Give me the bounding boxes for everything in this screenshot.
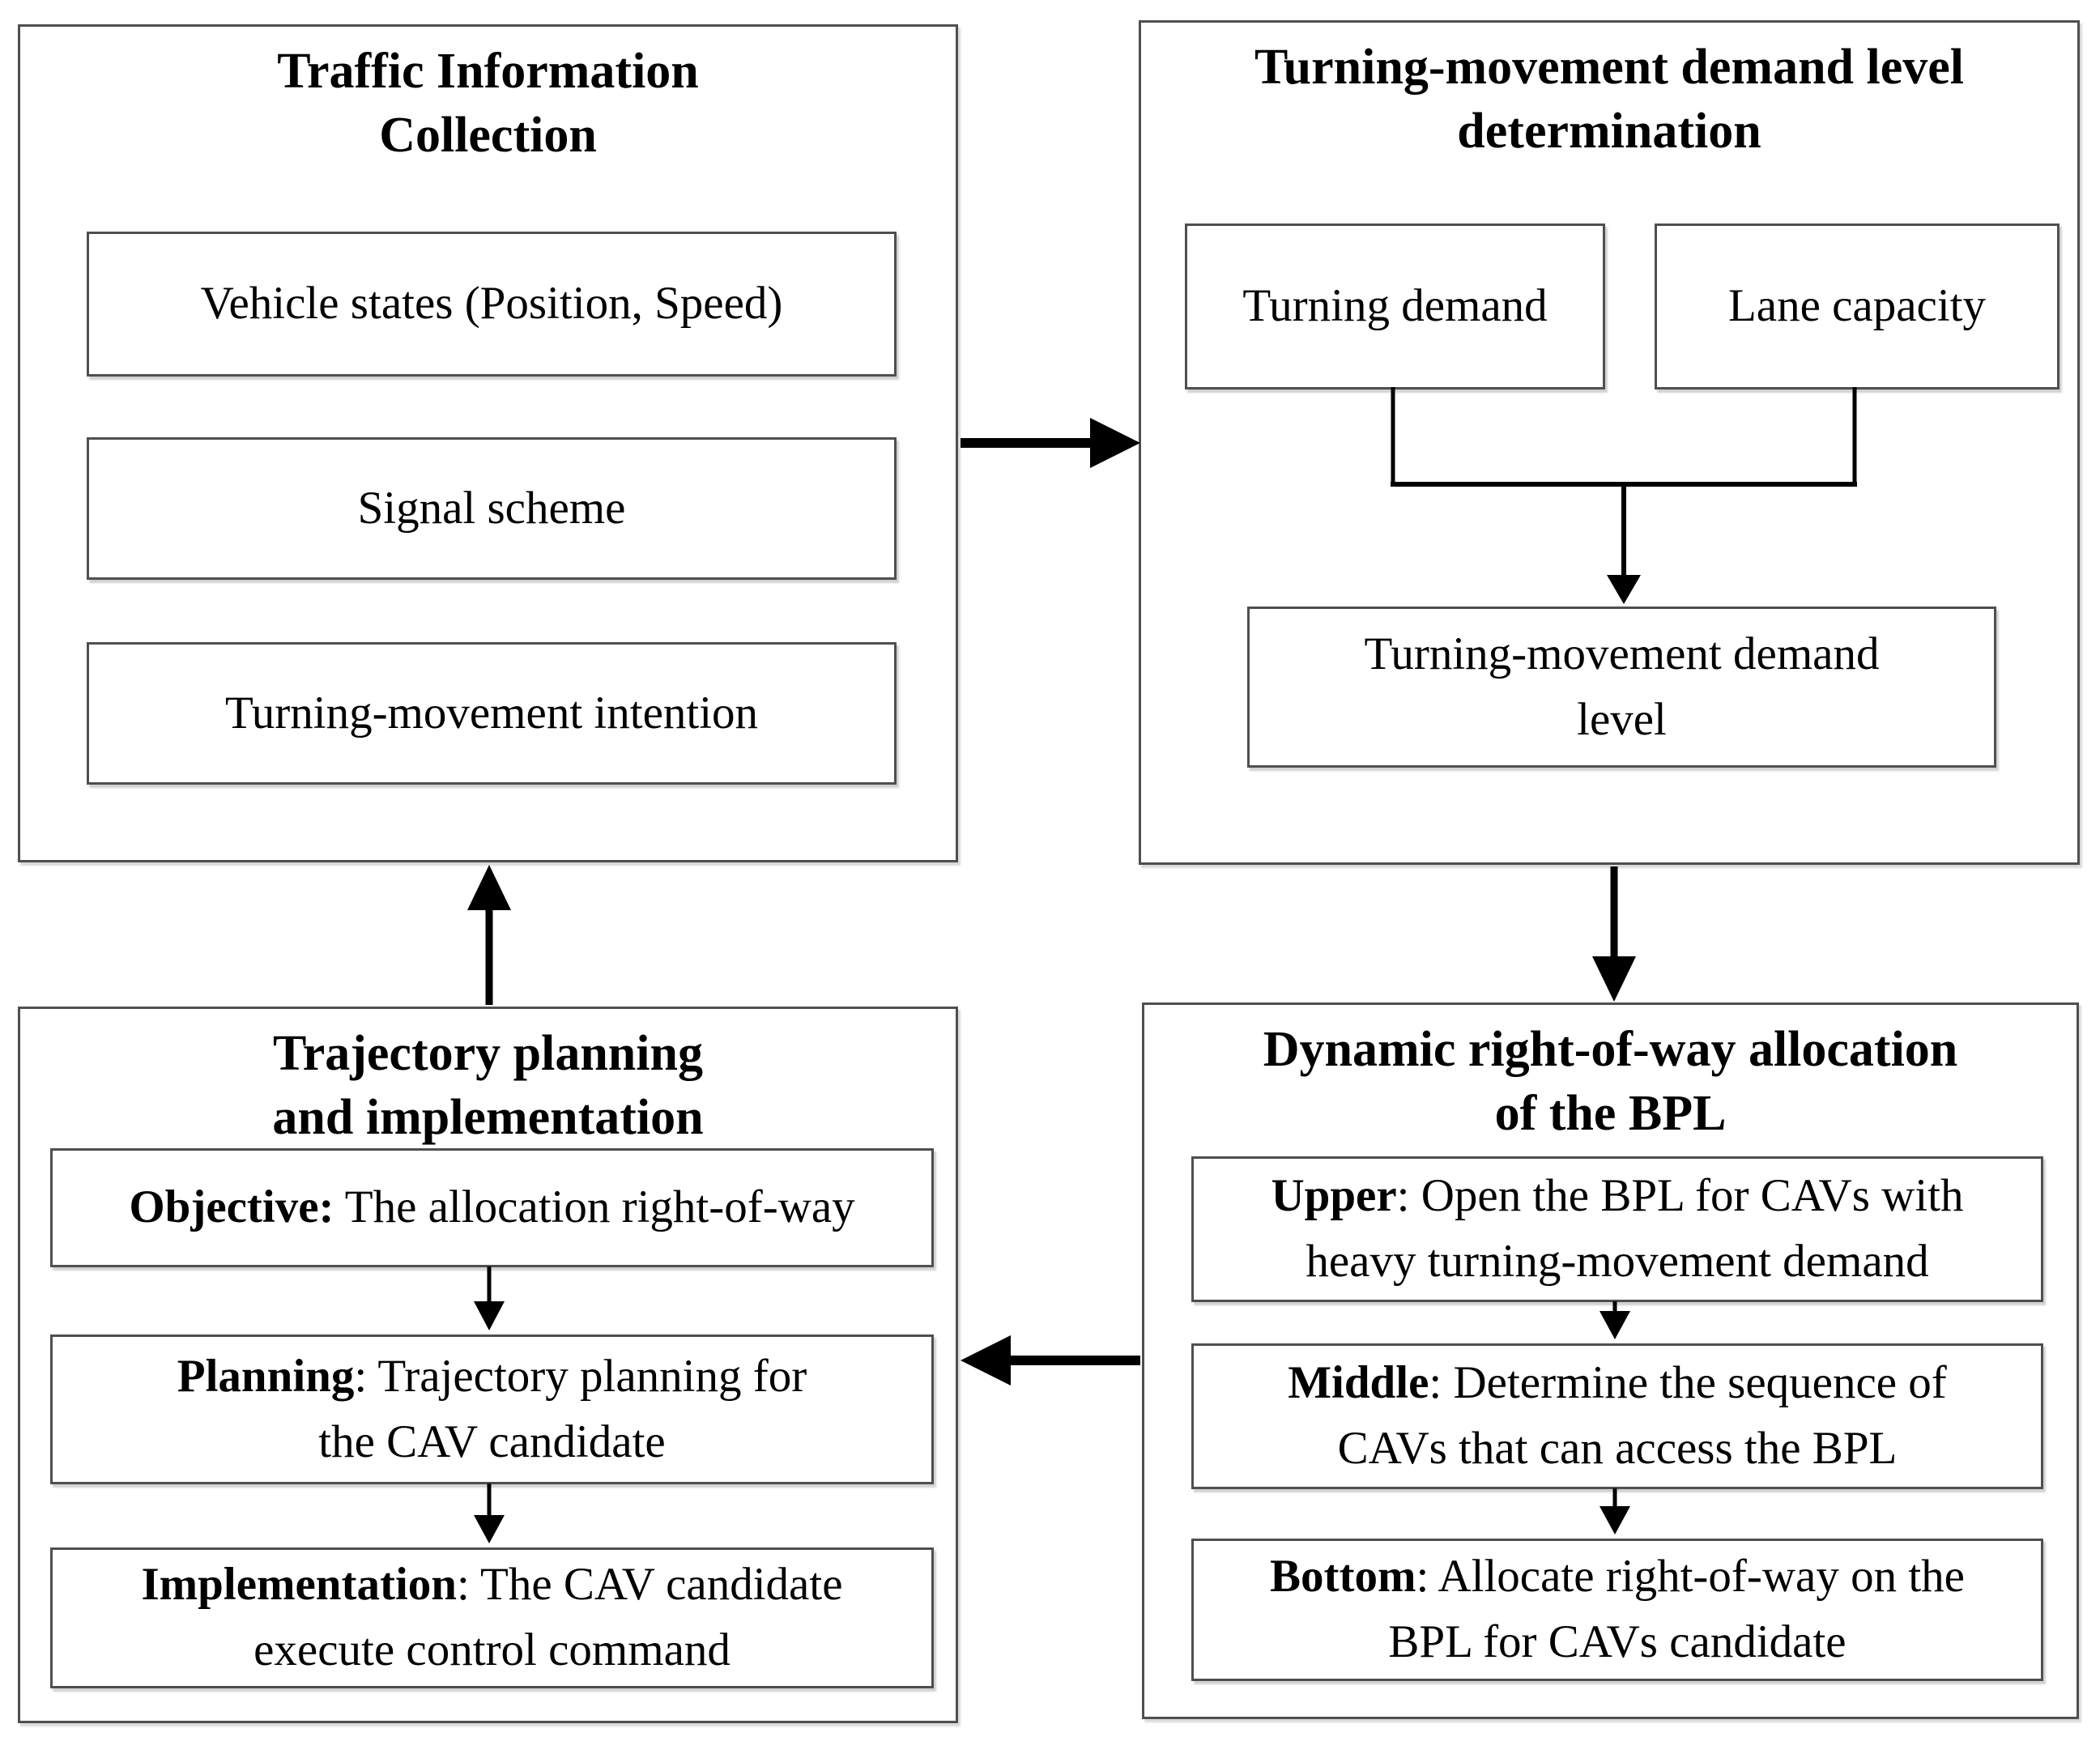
signal-scheme-label: Signal scheme	[357, 482, 626, 534]
implementation-box: Implementation: The CAV candidate execut…	[50, 1547, 934, 1688]
upper-box: Upper: Open the BPL for CAVs with heavy …	[1191, 1156, 2043, 1302]
vehicle-states-label: Vehicle states (Position, Speed)	[200, 278, 783, 330]
signal-scheme-box: Signal scheme	[87, 437, 897, 580]
allocation-title: Dynamic right-of-way allocation of the B…	[1144, 1018, 2077, 1145]
planning-box: Planning: Trajectory planning for the CA…	[50, 1334, 934, 1484]
implementation-lead: Implementation	[141, 1559, 457, 1611]
allocation-title-line2: of the BPL	[1494, 1085, 1727, 1141]
traffic-info-title: Traffic Information Collection	[20, 40, 956, 167]
trajectory-title-line2: and implementation	[272, 1089, 704, 1145]
lane-capacity-box: Lane capacity	[1655, 223, 2060, 389]
turning-demand-label: Turning demand	[1242, 280, 1548, 332]
objective-rest: The allocation right-of-way	[334, 1181, 855, 1233]
planning-label: Planning: Trajectory planning for the CA…	[177, 1344, 807, 1475]
arrow-allocation-to-trajectory	[961, 1335, 1140, 1386]
demand-determination-title: Turning-movement demand level determinat…	[1141, 36, 2077, 163]
turning-demand-box: Turning demand	[1185, 223, 1605, 389]
bottom-box: Bottom: Allocate right-of-way on the BPL…	[1191, 1539, 2043, 1681]
allocation-panel: Dynamic right-of-way allocation of the B…	[1142, 1002, 2079, 1719]
planning-lead: Planning	[177, 1350, 355, 1402]
lane-capacity-label: Lane capacity	[1727, 280, 1987, 332]
demand-level-box: Turning-movement demand level	[1247, 607, 1996, 768]
traffic-info-title-line1: Traffic Information	[277, 44, 699, 99]
objective-lead: Objective:	[129, 1181, 334, 1233]
middle-lead: Middle	[1288, 1357, 1429, 1409]
bottom-lead: Bottom	[1270, 1551, 1416, 1603]
middle-rest: : Determine the sequence of CAVs that ca…	[1337, 1357, 1947, 1474]
arrow-trajectory-to-traffic	[467, 865, 511, 1005]
upper-rest: : Open the BPL for CAVs with heavy turni…	[1306, 1170, 1964, 1287]
bottom-rest: : Allocate right-of-way on the BPL for C…	[1388, 1551, 1965, 1667]
allocation-title-line1: Dynamic right-of-way allocation	[1263, 1022, 1958, 1077]
planning-rest: : Trajectory planning for the CAV candid…	[318, 1350, 807, 1467]
objective-label: Objective: The allocation right-of-way	[129, 1175, 854, 1241]
implementation-rest: : The CAV candidate execute control comm…	[253, 1559, 843, 1675]
objective-box: Objective: The allocation right-of-way	[50, 1148, 934, 1267]
demand-determination-title-line2: determination	[1457, 103, 1761, 159]
upper-label: Upper: Open the BPL for CAVs with heavy …	[1271, 1164, 1963, 1295]
turning-intention-label: Turning-movement intention	[224, 687, 759, 739]
upper-lead: Upper	[1271, 1170, 1397, 1222]
trajectory-panel: Trajectory planning and implementation O…	[18, 1007, 958, 1723]
implementation-label: Implementation: The CAV candidate execut…	[142, 1552, 843, 1684]
middle-box: Middle: Determine the sequence of CAVs t…	[1191, 1343, 2043, 1489]
arrow-traffic-to-demand	[961, 418, 1140, 468]
traffic-info-panel: Traffic Information Collection Vehicle s…	[18, 24, 958, 862]
middle-label: Middle: Determine the sequence of CAVs t…	[1288, 1351, 1947, 1482]
demand-level-label: Turning-movement demand level	[1364, 628, 1880, 745]
traffic-info-title-line2: Collection	[379, 107, 597, 163]
demand-determination-panel: Turning-movement demand level determinat…	[1139, 20, 2080, 865]
trajectory-title-line1: Trajectory planning	[273, 1026, 703, 1081]
vehicle-states-box: Vehicle states (Position, Speed)	[87, 232, 897, 377]
bottom-label: Bottom: Allocate right-of-way on the BPL…	[1270, 1544, 1965, 1675]
arrow-demand-to-allocation	[1592, 866, 1636, 1002]
turning-intention-box: Turning-movement intention	[87, 642, 897, 785]
demand-determination-title-line1: Turning-movement demand level	[1254, 40, 1965, 95]
trajectory-title: Trajectory planning and implementation	[20, 1022, 956, 1149]
